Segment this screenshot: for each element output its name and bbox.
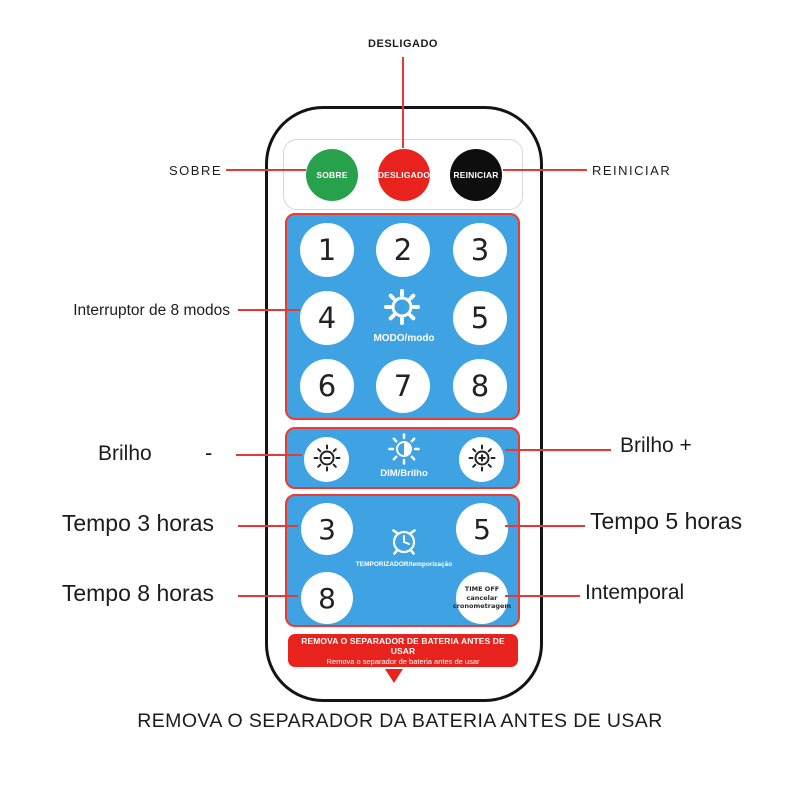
timer-pad: 3 5 8 TIME OFF cancelar cronometragem	[285, 494, 520, 627]
mode-key-5: 5	[453, 291, 507, 345]
timer-key-5h: 5	[456, 503, 508, 555]
power-button-reiniciar: REINICIAR	[450, 149, 502, 201]
power-button-panel: SOBRE DESLIGADO REINICIAR	[283, 139, 523, 210]
bottom-caption: REMOVA O SEPARADOR DA BATERIA ANTES DE U…	[137, 710, 663, 732]
callout-label-tempo-8: Tempo 8 horas	[61, 580, 214, 606]
callout-line-tempo-5	[505, 525, 585, 527]
callout-line-tempo-3	[238, 525, 298, 527]
brightness-plus-icon	[467, 443, 497, 477]
callout-line-brilho-minus	[236, 454, 302, 456]
brightness-minus-icon	[312, 443, 342, 477]
callout-label-modes: Interruptor de 8 modos	[73, 302, 230, 319]
dim-pad: DIM/Brilho	[285, 427, 520, 489]
mode-key-2: 2	[376, 223, 430, 277]
battery-tab-arrow-icon	[385, 669, 403, 683]
gear-icon	[381, 286, 423, 333]
timer-key-8h: 8	[301, 572, 353, 624]
brightness-down-button	[304, 437, 349, 482]
callout-label-brilho-minus-sign: -	[205, 440, 213, 465]
callout-line-desligado	[402, 57, 404, 148]
callout-label-tempo-5: Tempo 5 horas	[590, 508, 743, 534]
callout-line-modes	[238, 309, 300, 311]
mode-pad: 1 2 3 4 5 6 7 8	[285, 213, 520, 420]
alarm-clock-icon	[386, 522, 422, 563]
callout-line-brilho-plus	[505, 449, 611, 451]
callout-label-intemporal: Intemporal	[585, 581, 685, 604]
callout-label-reiniciar: REINICIAR	[592, 163, 672, 178]
battery-warning-line2: Remova o separador de bateria antes de u…	[326, 656, 480, 666]
mode-key-1: 1	[300, 223, 354, 277]
callout-line-reiniciar	[503, 169, 587, 171]
sun-icon	[387, 432, 421, 471]
battery-warning-banner: REMOVA O SEPARADOR DE BATERIA ANTES DE U…	[288, 634, 518, 667]
callout-line-intemporal	[505, 595, 580, 597]
timer-pad-label: TEMPORIZADOR/temporização	[355, 561, 453, 568]
callout-label-sobre: SOBRE	[168, 163, 222, 178]
power-button-desligado: DESLIGADO	[378, 149, 430, 201]
brightness-up-button	[459, 437, 504, 482]
callout-label-brilho-minus: Brilho	[98, 442, 152, 465]
mode-key-3: 3	[453, 223, 507, 277]
timer-cancel-line1: TIME OFF cancelar	[464, 585, 500, 602]
callout-line-sobre	[226, 169, 306, 171]
mode-key-4: 4	[300, 291, 354, 345]
mode-key-7: 7	[376, 359, 430, 413]
mode-key-6: 6	[300, 359, 354, 413]
callout-label-brilho-plus: Brilho +	[620, 434, 692, 457]
remote-body: SOBRE DESLIGADO REINICIAR 1 2 3 4 5 6 7 …	[265, 106, 543, 702]
callout-label-desligado-top: DESLIGADO	[368, 38, 438, 50]
callout-line-tempo-8	[238, 595, 298, 597]
timer-key-3h: 3	[301, 503, 353, 555]
dim-pad-label: DIM/Brilho	[380, 468, 428, 479]
mode-key-8: 8	[453, 359, 507, 413]
callout-label-tempo-3: Tempo 3 horas	[61, 510, 214, 536]
battery-warning-line1: REMOVA O SEPARADOR DE BATERIA ANTES DE U…	[301, 635, 505, 656]
mode-pad-label: MODO/modo	[373, 333, 435, 344]
timer-cancel-line2: cronometragem	[452, 602, 512, 611]
power-button-sobre: SOBRE	[306, 149, 358, 201]
timer-cancel-button: TIME OFF cancelar cronometragem	[452, 572, 512, 624]
